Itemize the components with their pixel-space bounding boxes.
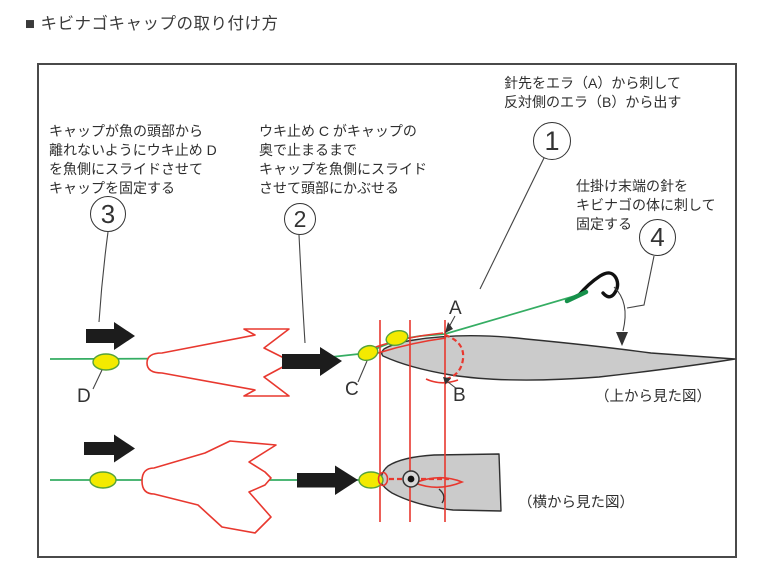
text-line: させて頭部にかぶせる <box>259 180 399 196</box>
text-line: 奥で止まるまで <box>259 142 357 158</box>
text-line: 反対側のエラ（B）から出す <box>504 94 682 110</box>
step-marker-2: 2 <box>284 203 316 235</box>
slide-arrow-step3 <box>86 322 135 350</box>
leader-step1 <box>479 157 545 290</box>
hook-insert-arrowhead <box>616 332 628 346</box>
diagram-box: 針先をエラ（A）から刺して 反対側のエラ（B）から出す ウキ止め C がキャップ… <box>37 63 737 558</box>
pierce-guide-lines <box>379 320 446 522</box>
cap-side-view <box>141 440 277 534</box>
float-stop-rim <box>385 330 409 346</box>
step-4-instruction: 仕掛け末端の針を キビナゴの体に刺して 固定する <box>576 177 716 234</box>
point-label-c: C <box>345 379 359 400</box>
step-marker-4: 4 <box>639 219 676 256</box>
label-b-arrow <box>447 381 458 390</box>
caption-side-view: （横から見た図） <box>518 495 634 511</box>
annotations <box>92 157 655 390</box>
slide-arrow-side-1 <box>84 434 135 463</box>
page-title: ■ キビナゴキャップの取り付け方 <box>25 15 279 33</box>
slide-arrow-side-2 <box>297 465 358 495</box>
point-label-a: A <box>449 298 462 319</box>
diagram-svg <box>49 157 736 534</box>
text-line: キビナゴの体に刺して <box>576 197 716 213</box>
hook-path-dashed <box>444 333 465 381</box>
hook-icon <box>577 271 620 299</box>
baitfish-top-view <box>381 335 736 381</box>
float-stop-d-top <box>92 353 120 371</box>
hook-insert-curve <box>613 286 626 332</box>
text-line: 離れないようにウキ止め D <box>49 142 217 158</box>
label-b-arrowhead <box>443 377 451 385</box>
caption-top-view: （上から見た図） <box>595 389 711 405</box>
fish-mouth-ring <box>377 471 389 487</box>
baitfish-side-view <box>380 453 502 512</box>
float-stop-c-top <box>357 344 379 362</box>
leader-step4 <box>626 255 655 309</box>
text-line: を魚側にスライドさせて <box>49 161 203 177</box>
step-3-instruction: キャップが魚の頭部から 離れないようにウキ止め D を魚側にスライドさせて キャ… <box>49 122 217 198</box>
point-label-b: B <box>453 385 466 406</box>
text-line: キャップを固定する <box>49 180 175 196</box>
step-marker-3: 3 <box>90 196 126 232</box>
leader-label-d <box>92 369 103 390</box>
point-label-d: D <box>77 386 91 407</box>
side-view-assembly <box>50 434 502 534</box>
leader-step2 <box>298 234 306 344</box>
text-line: ウキ止め C がキャップの <box>259 123 417 139</box>
step-2-instruction: ウキ止め C がキャップの 奥で止まるまで キャップを魚側にスライド させて頭部… <box>259 122 427 198</box>
hook-bend-side <box>412 476 465 489</box>
label-a-arrowhead <box>445 322 453 333</box>
text-line: 針先をエラ（A）から刺して <box>504 75 681 91</box>
float-stop-d-side <box>89 471 117 489</box>
overlay-details <box>89 271 628 489</box>
hook-knot <box>564 289 589 304</box>
text-line: 固定する <box>576 216 632 232</box>
cap-top-view <box>146 328 293 397</box>
text-line: キャップが魚の頭部から <box>49 123 203 139</box>
gill-bottom-line <box>425 378 459 384</box>
leader-step3 <box>98 231 109 323</box>
step-1-instruction: 針先をエラ（A）から刺して 反対側のエラ（B）から出す <box>504 74 681 112</box>
text-line: キャップを魚側にスライド <box>259 161 427 177</box>
slide-arrow-step2 <box>282 347 342 376</box>
fish-eye-pupil <box>407 475 415 483</box>
gill-cover-arc <box>438 488 445 504</box>
float-stop-c-side <box>358 471 384 489</box>
step-marker-1: 1 <box>533 122 571 160</box>
leader-label-c <box>357 360 368 383</box>
text-line: 仕掛け末端の針を <box>576 178 688 194</box>
